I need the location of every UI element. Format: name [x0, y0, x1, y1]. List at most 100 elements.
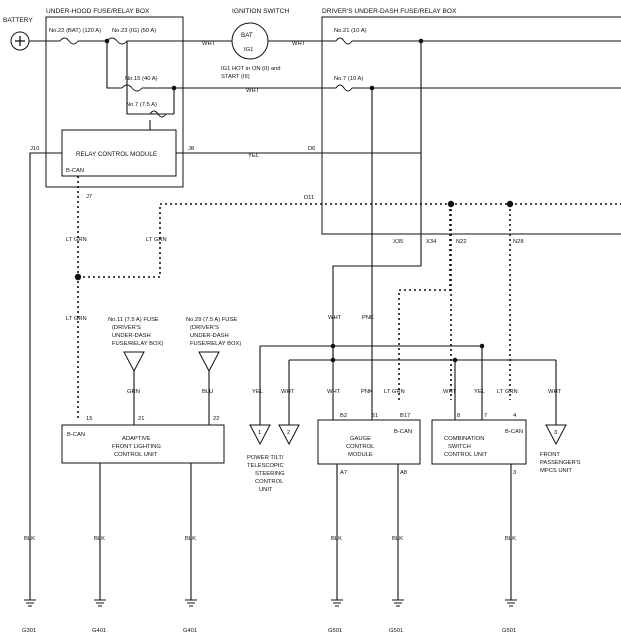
conn-j8: J8 — [188, 146, 194, 152]
under-dash-box-label: DRIVER'S UNDER-DASH FUSE/RELAY BOX — [322, 8, 457, 15]
afl-bcan: B-CAN — [67, 432, 85, 438]
power-tilt-unit: 1 2 POWER TILT/ TELESCOPIC STEERING CONT… — [247, 424, 300, 493]
wht-label-x35: WHT — [328, 315, 342, 321]
power-tilt-t2: 2 — [287, 430, 290, 436]
conn-d6: D6 — [308, 146, 315, 152]
fuse-no11-note-4: FUSE/RELAY BOX) — [112, 341, 163, 347]
blk-label-4: BLK — [331, 536, 342, 542]
wire-bus-yel — [288, 345, 557, 425]
afl-pin-21: 21 — [138, 416, 144, 422]
combo-pin-3: 3 — [513, 470, 516, 476]
conn-d11: D11 — [304, 195, 314, 201]
afl-pin-15: 15 — [86, 416, 92, 422]
wht-label-mid: WHT — [246, 88, 260, 94]
mpcs-t3: 3 — [554, 430, 557, 436]
ltgrn-label-3: LT GRN — [66, 316, 87, 322]
combo-bcan: B-CAN — [505, 429, 523, 435]
wire-j10 — [29, 152, 62, 600]
conn-j7: J7 — [86, 194, 92, 200]
afl-name-1: ADAPTIVE — [122, 436, 151, 442]
gauge-pin-a8: A8 — [400, 470, 407, 476]
power-tilt-name-1: POWER TILT/ — [247, 455, 284, 461]
gauge-pin-b1: B1 — [371, 413, 378, 419]
yel-label-pt: YEL — [252, 389, 264, 395]
blk-label-6: BLK — [505, 536, 516, 542]
fuse-no29-supply: No.29 (7.5 A) FUSE (DRIVER'S UNDER-DASH … — [186, 317, 241, 425]
fuse-no11-note-3: UNDER-DASH — [112, 333, 151, 339]
afl-name-2: FRONT LIGHTING — [112, 444, 161, 450]
relay-module-name: RELAY CONTROL MODULE — [76, 151, 157, 158]
combo-pin-7: 7 — [484, 413, 487, 419]
power-tilt-name-4: CONTROL — [255, 479, 284, 485]
ground-g401-b: G401 — [183, 628, 197, 634]
yel-label-combo: YEL — [474, 389, 486, 395]
wire-no7-riser — [149, 113, 174, 130]
combo-pin-8: 8 — [457, 413, 460, 419]
mpcs-name-3: MPCS UNIT — [540, 468, 572, 474]
fuse-no23-label: No.23 (IG) (50 A) — [112, 28, 156, 34]
gauge-name-2: CONTROL — [346, 444, 375, 450]
under-hood-box-label: UNDER-HOOD FUSE/RELAY BOX — [46, 8, 150, 15]
ground-wires — [99, 463, 512, 600]
blk-label-5: BLK — [392, 536, 403, 542]
gauge-pin-b17: B17 — [400, 413, 410, 419]
fuse-no7-underhood-label: No.7 (7.5 A) — [126, 102, 157, 108]
relay-bcan-label: B-CAN — [66, 168, 84, 174]
ground-g501-b: G501 — [389, 628, 403, 634]
power-tilt-t1: 1 — [258, 430, 261, 436]
power-tilt-name-3: STEERING — [255, 471, 285, 477]
ignition-note-2: START (III) — [221, 74, 250, 80]
power-tilt-name-2: TELESCOPIC — [247, 463, 284, 469]
battery: BATTERY — [3, 17, 33, 51]
gauge-pin-a7: A7 — [340, 470, 347, 476]
ltgrn-label-1: LT GRN — [66, 237, 87, 243]
conn-j10: J10 — [30, 146, 39, 152]
under-hood-fuse-relay-box — [45, 16, 184, 188]
ignition-switch: IGNITION SWITCH BAT IG1 WHT WHT IG1 HOT … — [202, 8, 306, 80]
fuse-no22-label: No.22 (BAT) (120 A) — [49, 28, 101, 34]
relay-control-module: RELAY CONTROL MODULE B-CAN — [61, 129, 177, 177]
fuse-no29-triangle — [198, 351, 220, 373]
fuse-no7-underdash: No.7 (10 A) — [334, 76, 363, 92]
fuse-no15-label: No.15 (40 A) — [125, 76, 158, 82]
conn-x35: X35 — [393, 239, 403, 245]
conn-n22: N22 — [456, 239, 467, 245]
fuse-no7-underhood: No.7 (7.5 A) — [126, 102, 167, 118]
ignition-ig1-terminal: IG1 — [244, 47, 253, 53]
blk-label-3: BLK — [185, 536, 196, 542]
ltgrn-label-2: LT GRN — [146, 237, 167, 243]
wht-label-gauge: WHT — [327, 389, 341, 395]
mpcs-terminal-3 — [545, 424, 567, 446]
power-tilt-terminal-1 — [249, 424, 271, 446]
mpcs-unit: 3 FRONT PASSENGER'S MPCS UNIT — [540, 424, 581, 474]
ignition-switch-label: IGNITION SWITCH — [232, 8, 289, 15]
fuse-no11-triangle — [123, 351, 145, 373]
wire-x35 — [332, 234, 373, 360]
wire-ud-bus-verticals — [322, 41, 422, 234]
afl-pin-22: 22 — [213, 416, 219, 422]
gauge-name-1: GAUGE — [350, 436, 371, 442]
fuse-no11-note-1: No.11 (7.5 A) FUSE — [108, 317, 159, 323]
ground-g301: G301 — [22, 628, 36, 634]
ltgrn-label-gauge: LT GRN — [384, 389, 405, 395]
fuse-no11-supply: No.11 (7.5 A) FUSE (DRIVER'S UNDER-DASH … — [108, 317, 163, 425]
blu-label: BLU — [202, 389, 213, 395]
blk-label-2: BLK — [94, 536, 105, 542]
bcan-network-lines — [77, 176, 621, 420]
power-tilt-terminal-2 — [278, 424, 300, 446]
wht-label-combo: WHT — [443, 389, 457, 395]
wht-label-pt: WHT — [281, 389, 295, 395]
fuse-no23: No.23 (IG) (50 A) — [106, 28, 156, 45]
combo-name-2: SWITCH — [448, 444, 471, 450]
ltgrn-label-combo: LT GRN — [497, 389, 518, 395]
ground-symbols — [24, 599, 517, 607]
fuse-no22: No.22 (BAT) (120 A) — [49, 28, 101, 45]
mpcs-name-1: FRONT — [540, 452, 560, 458]
pnk-label-x34: PNK — [362, 315, 374, 321]
combo-name-3: CONTROL UNIT — [444, 452, 488, 458]
adaptive-front-lighting-unit: B-CAN ADAPTIVE FRONT LIGHTING CONTROL UN… — [61, 416, 225, 464]
ignition-wht-left: WHT — [202, 41, 216, 47]
fuse-no7-underdash-label: No.7 (10 A) — [334, 76, 363, 82]
ground-g401-a: G401 — [92, 628, 106, 634]
